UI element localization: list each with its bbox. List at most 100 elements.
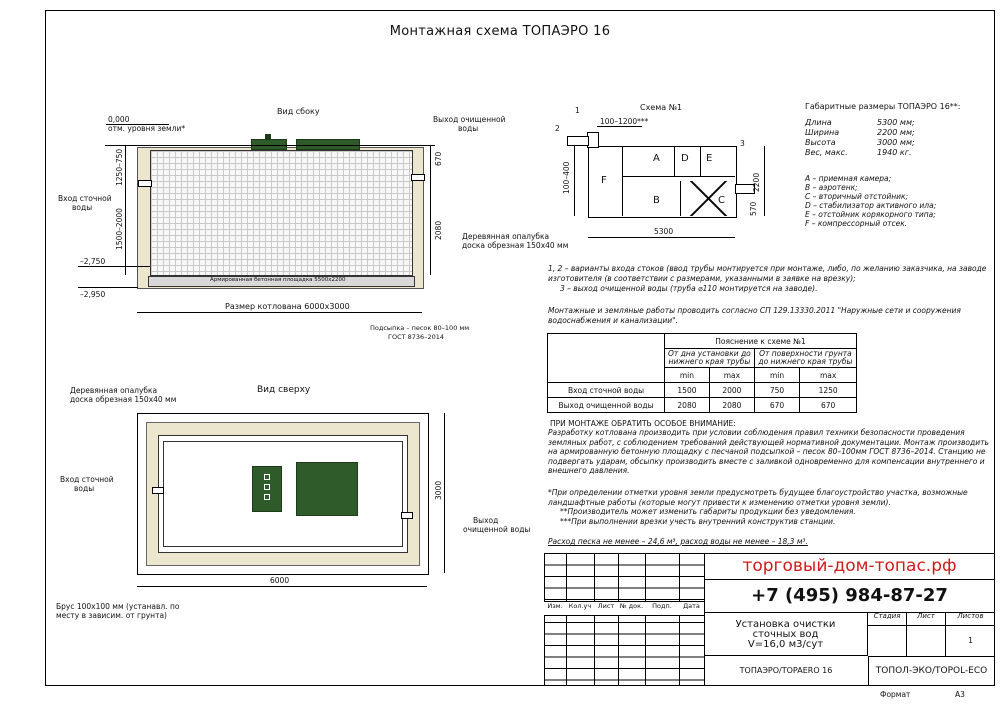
- phone: +7 (495) 984-87-27: [704, 579, 995, 613]
- side-formwork-label-2: доска обрезная 150х40 мм: [462, 241, 569, 250]
- website: торговый-дом-топас.рф: [704, 553, 995, 580]
- sheets-label: Листов: [957, 612, 984, 620]
- product-line-1: Установка очистки: [735, 619, 836, 630]
- ground-note: отм. уровня земли*: [108, 124, 186, 133]
- top-pit-outer: [137, 413, 429, 575]
- row-cell: 2080: [664, 397, 710, 413]
- dims-header: Габаритные размеры ТОПАЭРО 16**:: [805, 102, 961, 111]
- footnote-2: **Производитель может изменить габариты …: [560, 507, 856, 516]
- consumption: Расход песка не менее – 24,6 м³, расход …: [548, 537, 808, 546]
- chamber-b-label: B: [653, 195, 660, 206]
- dim-key-0: Длина: [805, 118, 832, 127]
- page-title: Монтажная схема ТОПАЭРО 16: [389, 24, 611, 39]
- pit-dim-line: [137, 312, 422, 313]
- dim-100-400: 100–400: [562, 161, 571, 194]
- legend-3: D – стабилизатор активного ила;: [805, 201, 937, 210]
- stage-values: 1: [868, 625, 995, 657]
- chamber-d-label: D: [681, 153, 689, 164]
- row-cell: 670: [799, 397, 857, 413]
- note-3: Монтажные и земляные работы проводить со…: [548, 306, 961, 325]
- mark-2750-line: [78, 266, 150, 267]
- side-outlet-label-2: воды: [458, 124, 479, 133]
- table-min-2: min: [753, 367, 801, 383]
- row-cell: 2000: [708, 382, 755, 398]
- row-cell: 670: [753, 397, 801, 413]
- format-value: А3: [955, 690, 965, 699]
- dim-2200: 2200: [752, 172, 761, 192]
- table-max-1: max: [708, 367, 755, 383]
- table-h2: От поверхности грунта до нижнего края тр…: [753, 348, 858, 368]
- col-kol: Кол.уч: [568, 602, 592, 610]
- row-cell: 1500: [664, 382, 710, 398]
- top-dim-v: [444, 413, 445, 573]
- dim-val-1: 2200 мм;: [877, 128, 915, 137]
- table-row: Вход сточной воды 1500 2000 750 1250: [547, 382, 857, 398]
- chamber-c: [680, 181, 736, 216]
- warning-header: ПРИ МОНТАЖЕ ОБРАТИТЬ ОСОБОЕ ВНИМАНИЕ:: [550, 419, 736, 428]
- stamp-col-line: [618, 553, 619, 686]
- format-label: Формат: [880, 690, 911, 699]
- col-doc: № док.: [619, 602, 644, 610]
- top-inlet-label-1: Вход сточной: [60, 475, 114, 484]
- stamp-col-line: [645, 553, 646, 686]
- dim-1250-750: 1250–750: [115, 148, 124, 186]
- legend-0: A – приемная камера;: [805, 174, 892, 183]
- dim-100-1200-line: [597, 126, 642, 127]
- footnote-1: *При определении отметки уровня земли пр…: [548, 488, 968, 507]
- top-lid-large: [296, 462, 358, 516]
- side-inlet-label-2: воды: [72, 203, 93, 212]
- top-dim-h: [137, 586, 427, 587]
- row-name: Выход очищенной воды: [547, 397, 665, 413]
- chamber-f-label: F: [601, 175, 607, 186]
- dim-2200-line: [764, 146, 765, 216]
- sand-note-2: ГОСТ 8736–2014: [388, 333, 444, 341]
- drawing-frame: [45, 10, 995, 686]
- stamp-left-grid: [544, 553, 705, 686]
- lid-handle: [265, 134, 271, 139]
- ground-mark-line: [106, 124, 169, 125]
- top-inlet-pipe: [152, 487, 164, 494]
- table-max-2: max: [799, 367, 857, 383]
- note-2: 3 – выход очищенной воды (труба ⌀110 мон…: [560, 284, 818, 293]
- beam-label-1: Брус 100х100 мм (устанавл. по: [56, 602, 180, 611]
- sand-note-1: Подсыпка – песок 80–100 мм: [370, 324, 470, 332]
- outlet-3-pipe: [735, 184, 755, 194]
- top-outlet-pipe: [401, 512, 413, 519]
- table-min-1: min: [664, 367, 710, 383]
- ground-line: [105, 145, 435, 146]
- mark-2750: –2,750: [80, 257, 106, 266]
- top-formwork-label-1: Деревянная опалубка: [70, 386, 158, 395]
- dim-5300-line: [588, 237, 735, 238]
- top-dim-6000: 6000: [270, 576, 290, 585]
- stage-value: [868, 625, 907, 656]
- side-outlet-pipe: [411, 174, 425, 181]
- dim-5300: 5300: [654, 227, 674, 236]
- row-cell: 2080: [708, 397, 755, 413]
- num-2: 2: [555, 124, 560, 133]
- inlet-2-pipe: [567, 136, 589, 146]
- top-outlet-label-1: Выход: [473, 516, 499, 525]
- row-cell: 750: [753, 382, 801, 398]
- concrete-pad: [148, 276, 415, 287]
- side-formwork-label-1: Деревянная опалубка: [462, 232, 550, 241]
- col-izm: Изм.: [547, 602, 563, 610]
- chamber-f: [588, 146, 623, 216]
- table-title: Пояснение к схеме №1: [664, 333, 857, 349]
- chamber-d: [674, 146, 701, 176]
- lid-vent-2: [264, 484, 270, 490]
- sheet-label: Лист: [907, 612, 946, 625]
- explanation-table: Пояснение к схеме №1 От дна установки до…: [547, 333, 858, 413]
- chamber-a-label: A: [653, 153, 660, 164]
- top-formwork-label-2: доска обрезная 150х40 мм: [70, 395, 177, 404]
- side-view-label: Вид сбоку: [277, 107, 320, 116]
- stage-label: Стадия: [868, 612, 907, 625]
- dim-val-0: 5300 мм;: [877, 118, 915, 127]
- col-list: Лист: [597, 602, 615, 610]
- legend-2: C – вторичный отстойник;: [805, 192, 909, 201]
- sheet-value: [907, 625, 946, 656]
- table-row: Выход очищенной воды 2080 2080 670 670: [547, 397, 857, 413]
- side-inlet-pipe: [138, 180, 152, 187]
- lid-small: [251, 139, 287, 150]
- pad-label: Армированная бетонная площадка 5500х2200: [210, 277, 346, 283]
- side-tank: [150, 150, 413, 276]
